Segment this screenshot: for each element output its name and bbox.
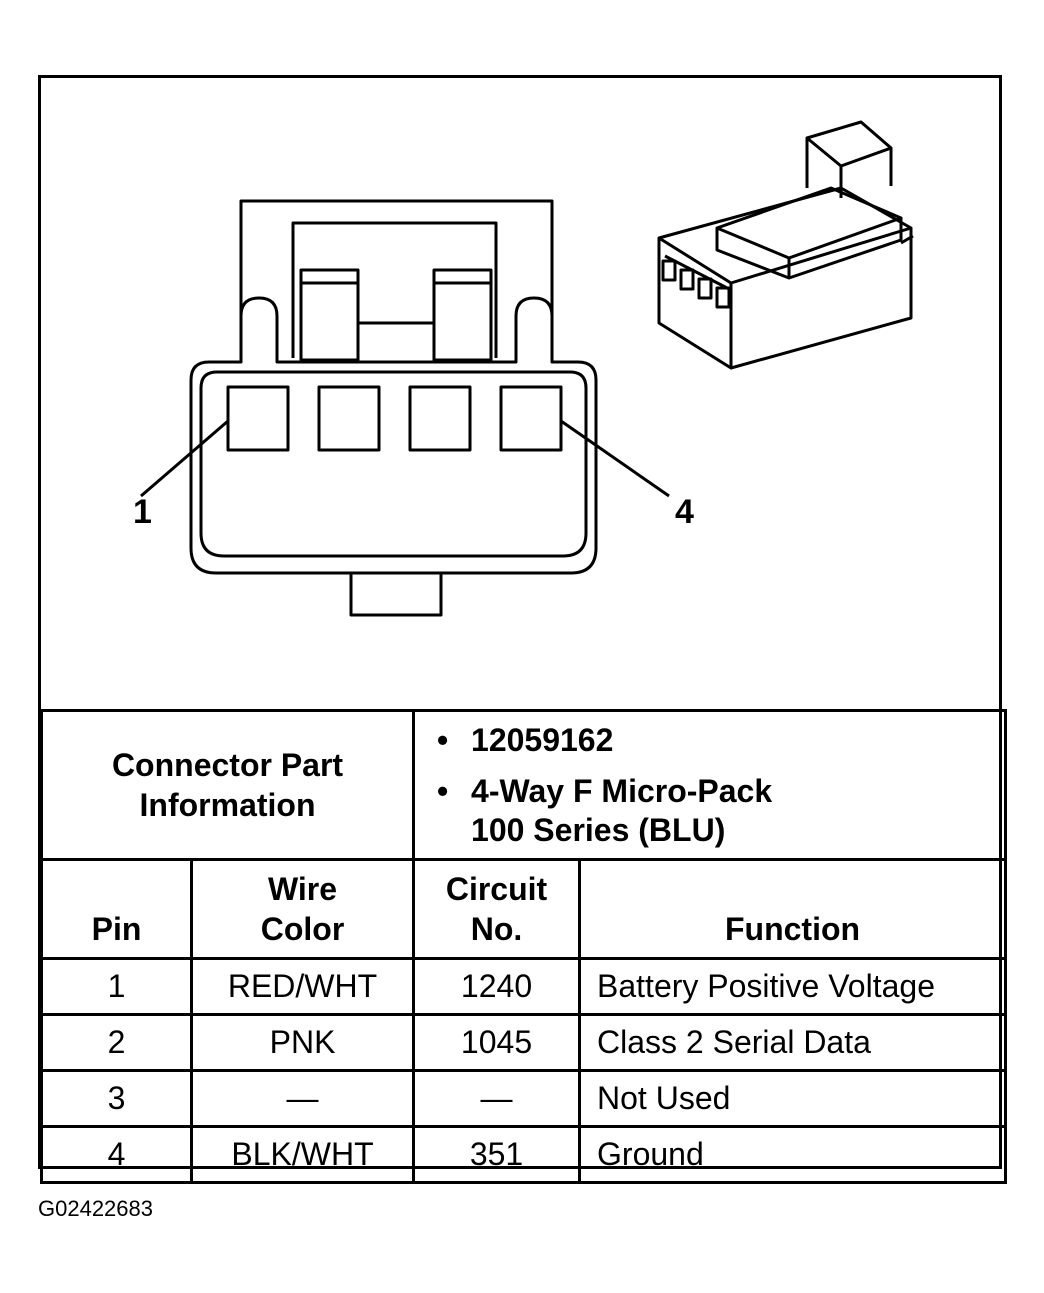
header-circuit-line2: No. xyxy=(470,911,523,947)
header-wire-color: Wire Color xyxy=(189,858,416,960)
diagram-frame: 1 4 Connector Part Information 12059162 … xyxy=(38,75,1008,1184)
latch-housing-outline xyxy=(239,199,554,358)
table-row: 1 RED/WHT 1240 Battery Positive Voltage xyxy=(40,957,1008,1016)
pin-cavity-2 xyxy=(317,385,381,452)
wire-color-cell: RED/WHT xyxy=(189,957,416,1016)
circuit-cell: — xyxy=(412,1069,582,1128)
header-function-text: Function xyxy=(724,911,861,947)
pin-cavity-3 xyxy=(408,385,472,452)
circuit-cell: 1045 xyxy=(412,1013,582,1072)
part-description-line1: 4-Way F Micro-Pack xyxy=(437,772,1004,811)
pin-4-leader-line xyxy=(560,419,670,498)
table-row: 4 BLK/WHT 351 Ground xyxy=(40,1125,1008,1184)
latch-inner-outline xyxy=(291,221,498,358)
pin-cell: 2 xyxy=(40,1013,193,1072)
connector-info-table: Connector Part Information 12059162 4-Wa… xyxy=(39,709,1008,1184)
header-wire-color-line1: Wire xyxy=(267,871,338,907)
pin-cell: 3 xyxy=(40,1069,193,1128)
header-pin: Pin xyxy=(40,858,193,960)
function-cell: Not Used xyxy=(578,1069,1008,1128)
wire-color-cell: PNK xyxy=(189,1013,416,1072)
connector-face-drawing: 1 4 xyxy=(133,120,914,617)
pin-cell: 4 xyxy=(40,1125,193,1184)
connector-isometric-view xyxy=(657,120,914,370)
pin-cavity-4 xyxy=(499,385,563,452)
connector-bottom-tab xyxy=(349,573,443,617)
pin-4-label: 4 xyxy=(675,493,694,531)
table-header-row: Pin Wire Color Circuit No. Function xyxy=(40,858,1008,960)
connector-part-label: Connector Part Information xyxy=(111,747,344,823)
pin-cavity-1 xyxy=(226,385,290,452)
latch-block-left xyxy=(299,268,360,362)
pin-cell: 1 xyxy=(40,957,193,1016)
latch-block-right xyxy=(432,268,493,362)
table-row: 3 — — Not Used xyxy=(40,1069,1008,1128)
function-cell: Class 2 Serial Data xyxy=(578,1013,1008,1072)
header-function: Function xyxy=(578,858,1008,960)
connector-part-row: Connector Part Information 12059162 4-Wa… xyxy=(39,709,1008,861)
connector-body-outline xyxy=(189,296,598,575)
function-cell: Ground xyxy=(578,1125,1008,1184)
table-row: 2 PNK 1045 Class 2 Serial Data xyxy=(40,1013,1008,1072)
connector-figure: 1 4 xyxy=(41,78,999,709)
figure-id: G02422683 xyxy=(38,1196,153,1221)
header-circuit: Circuit No. xyxy=(412,858,582,960)
connector-part-label-cell: Connector Part Information xyxy=(39,709,416,861)
function-cell: Battery Positive Voltage xyxy=(578,957,1008,1016)
header-circuit-line1: Circuit xyxy=(445,871,548,907)
header-wire-color-line2: Color xyxy=(260,911,345,947)
wire-color-cell: BLK/WHT xyxy=(189,1125,416,1184)
connector-part-info-cell: 12059162 4-Way F Micro-Pack 100 Series (… xyxy=(412,709,1008,861)
pin-1-leader-line xyxy=(140,419,229,498)
iso-pin-openings xyxy=(661,259,731,309)
circuit-cell: 351 xyxy=(412,1125,582,1184)
circuit-cell: 1240 xyxy=(412,957,582,1016)
header-pin-text: Pin xyxy=(91,911,142,947)
part-number: 12059162 xyxy=(437,721,1004,760)
wire-color-cell: — xyxy=(189,1069,416,1128)
part-description-line2: 100 Series (BLU) xyxy=(471,811,726,848)
pin-1-label: 1 xyxy=(133,493,152,531)
